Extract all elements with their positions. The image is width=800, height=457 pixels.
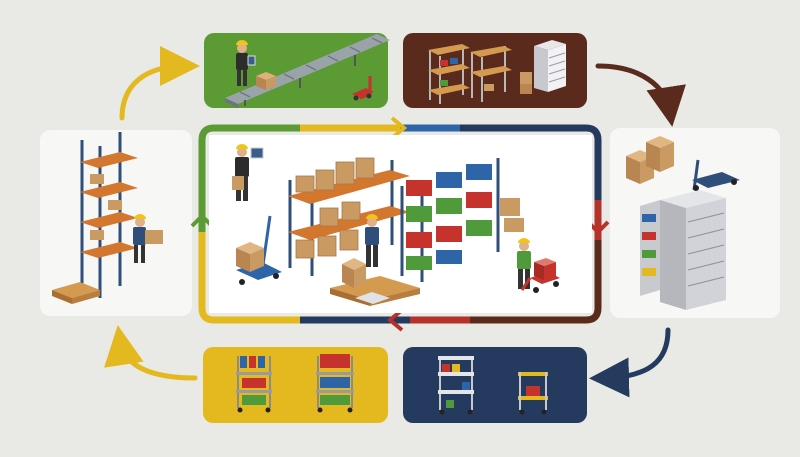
box-on-conveyor xyxy=(256,72,276,90)
wooden-shelf-unit-icon xyxy=(470,46,512,102)
bin-rack-icon xyxy=(400,158,524,282)
shelf-cart-icon xyxy=(438,356,474,415)
worker-with-tablet-icon xyxy=(232,144,264,201)
arrow-top-to-right xyxy=(595,63,686,127)
picking-cart-icon xyxy=(236,356,272,413)
panel-conveyor xyxy=(204,33,390,108)
picking-cart-icon xyxy=(316,354,354,413)
center-warehouse-scene xyxy=(209,135,592,313)
arrow-bottom-to-left xyxy=(104,325,198,381)
chevron-up-icon xyxy=(190,213,214,228)
wooden-shelf-unit-icon xyxy=(428,44,470,104)
worker-with-hand-truck-icon xyxy=(517,238,560,293)
stacked-boxes-icon xyxy=(626,136,674,184)
panel-shelf-carts xyxy=(403,347,587,423)
pallet-jack-icon xyxy=(692,159,740,191)
worker-with-box-icon xyxy=(133,214,163,263)
bin-shelf-cabinet-icon xyxy=(640,190,726,310)
worker-with-tablet-icon xyxy=(236,40,256,86)
pallet-jack-with-boxes-icon xyxy=(236,215,282,285)
utility-cart-icon xyxy=(518,372,548,415)
boxes-icon xyxy=(520,72,532,94)
pallet-icon xyxy=(52,282,100,304)
hand-truck-icon xyxy=(352,76,374,101)
panel-storage-right xyxy=(610,128,780,318)
filing-cabinet-icon xyxy=(534,40,566,92)
outer-cycle-arrows xyxy=(104,46,686,398)
panel-tall-racks xyxy=(40,130,192,316)
center-frame xyxy=(190,116,610,332)
tall-rack-icon xyxy=(80,132,138,298)
chevron-right-icon xyxy=(390,116,408,140)
box-on-pallet-icon xyxy=(342,258,366,288)
arrow-right-to-bottom xyxy=(589,327,671,398)
chevron-left-icon xyxy=(386,308,404,332)
panel-picking-carts xyxy=(203,347,388,423)
arrow-left-to-top xyxy=(119,46,200,121)
worker-picking-icon xyxy=(365,214,379,267)
floor-pallet-icon xyxy=(330,276,420,306)
box-rack-icon xyxy=(288,157,410,276)
panel-shelving xyxy=(403,33,587,108)
